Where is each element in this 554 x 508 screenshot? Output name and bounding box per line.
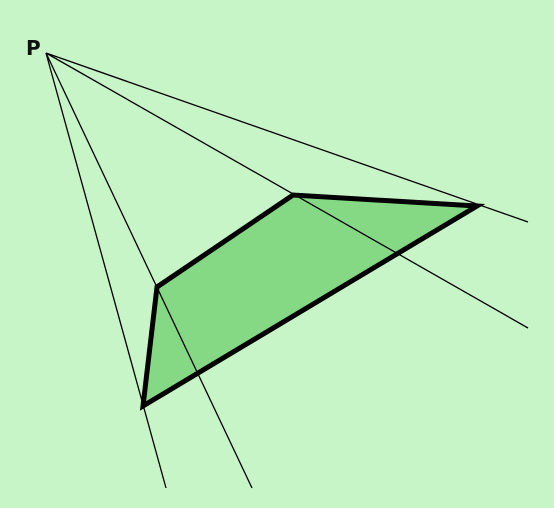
projected-quadrilateral: [139, 192, 486, 411]
point-label-p: P: [26, 36, 41, 60]
projection-ray-4: [45, 52, 167, 489]
projection-ray-3: [45, 52, 253, 489]
projection-ray-2: [45, 52, 529, 329]
projection-ray-1: [45, 52, 529, 223]
